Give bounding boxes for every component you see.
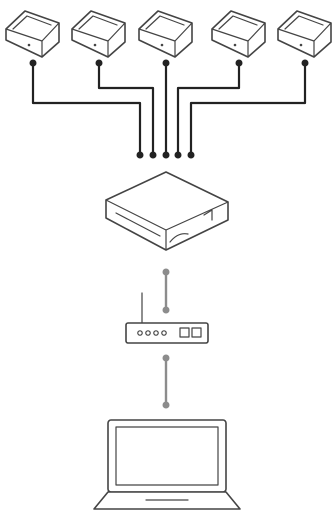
- wire-dot: [136, 151, 144, 159]
- wire-dot: [162, 59, 170, 67]
- sensor-module-icon: [211, 10, 266, 58]
- router-port: [191, 327, 202, 338]
- wire-sensor-2: [97, 63, 155, 155]
- wire-dot: [235, 59, 243, 67]
- wire-dot: [174, 151, 182, 159]
- router-port: [179, 327, 190, 338]
- wire-dot: [162, 151, 170, 159]
- router-led: [153, 330, 159, 336]
- router-led: [145, 330, 151, 336]
- router-led: [161, 330, 167, 336]
- laptop-lid: [107, 419, 227, 493]
- wireless-router-icon: [125, 292, 209, 344]
- sensor-module-icon: [71, 10, 126, 58]
- sensor-module-icon: [5, 10, 60, 58]
- wire-dot: [187, 151, 195, 159]
- wire-dot: [149, 151, 157, 159]
- sensor-module-icon: [277, 10, 332, 58]
- wire-dot: [95, 59, 103, 67]
- wire-dot: [29, 59, 37, 67]
- laptop-icon: [93, 419, 241, 510]
- wire-dot: [301, 59, 309, 67]
- sensor-module-icon: [138, 10, 193, 58]
- router-led: [137, 330, 143, 336]
- sensor-wires: [31, 63, 307, 155]
- laptop-screen: [115, 426, 219, 486]
- link-dot: [162, 306, 170, 314]
- hub-device-icon: [105, 171, 229, 251]
- link-dot: [162, 354, 170, 362]
- link-dot: [162, 401, 170, 409]
- wire-sensor-5: [189, 63, 307, 155]
- router-laptop-link: [162, 354, 170, 409]
- wire-dots: [29, 59, 309, 159]
- wire-sensor-1: [31, 63, 142, 155]
- hub-router-link: [162, 268, 170, 314]
- wire-sensor-4: [176, 63, 241, 155]
- link-dot: [162, 268, 170, 276]
